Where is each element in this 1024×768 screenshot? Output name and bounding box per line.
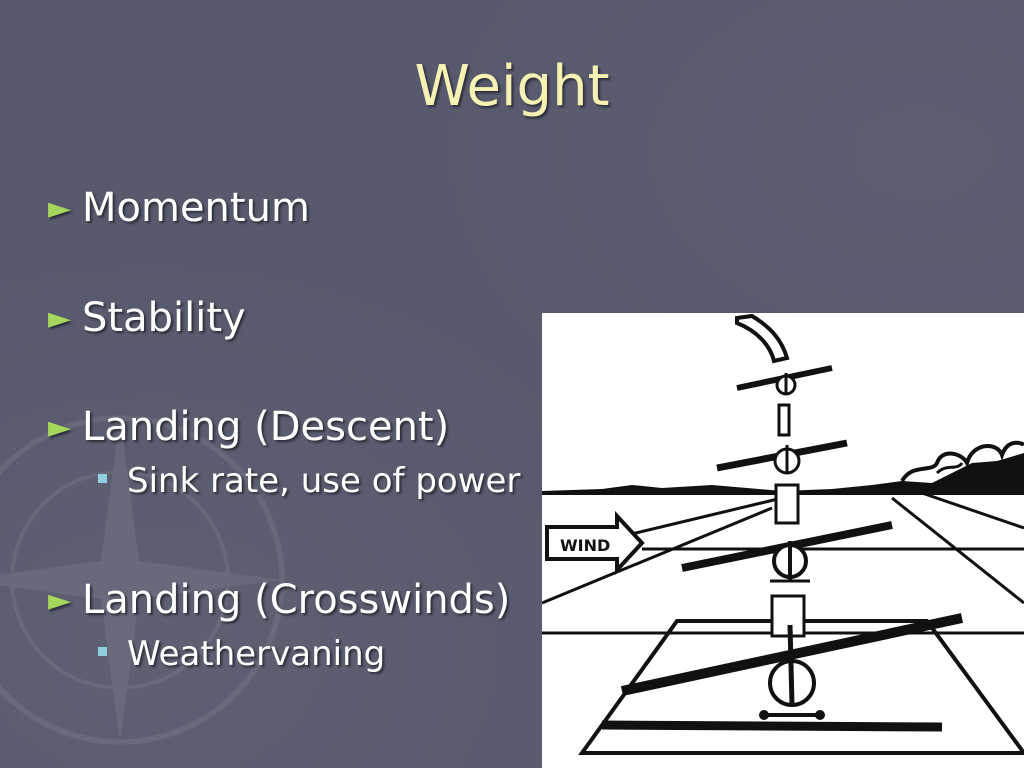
bullet-text: Landing (Descent) <box>82 404 450 450</box>
bullet-arrow-icon: ► <box>48 583 72 618</box>
bullet-text: Stability <box>82 295 246 341</box>
crosswind-landing-illustration: WIND <box>542 313 1024 768</box>
sub-bullet-sink-rate: Sink rate, use of power <box>98 461 520 502</box>
bullet-momentum: ► Momentum <box>48 184 310 232</box>
sub-bullet-text: Weathervaning <box>127 634 386 674</box>
sub-bullet-square-icon <box>98 647 107 656</box>
airplane-icon <box>736 365 833 396</box>
airplane-icon <box>716 439 848 475</box>
sub-bullet-square-icon <box>98 474 107 483</box>
bullet-stability: ► Stability <box>48 294 246 342</box>
wind-label: WIND <box>560 536 610 555</box>
slide-title: Weight <box>414 54 610 119</box>
crosswind-diagram: WIND <box>542 313 1024 755</box>
compass-watermark-icon <box>0 415 285 745</box>
bullet-text: Landing (Crosswinds) <box>82 577 511 623</box>
bullet-landing-crosswinds: ► Landing (Crosswinds) <box>48 576 510 624</box>
bullet-text: Momentum <box>82 185 310 231</box>
sub-bullet-text: Sink rate, use of power <box>127 461 521 501</box>
bullet-arrow-icon: ► <box>48 301 72 336</box>
sub-bullet-weathervaning: Weathervaning <box>98 634 385 675</box>
bullet-arrow-icon: ► <box>48 191 72 226</box>
airplane-icon <box>620 613 964 720</box>
bullet-landing-descent: ► Landing (Descent) <box>48 403 449 451</box>
bullet-arrow-icon: ► <box>48 410 72 445</box>
airplane-icon <box>681 521 893 583</box>
